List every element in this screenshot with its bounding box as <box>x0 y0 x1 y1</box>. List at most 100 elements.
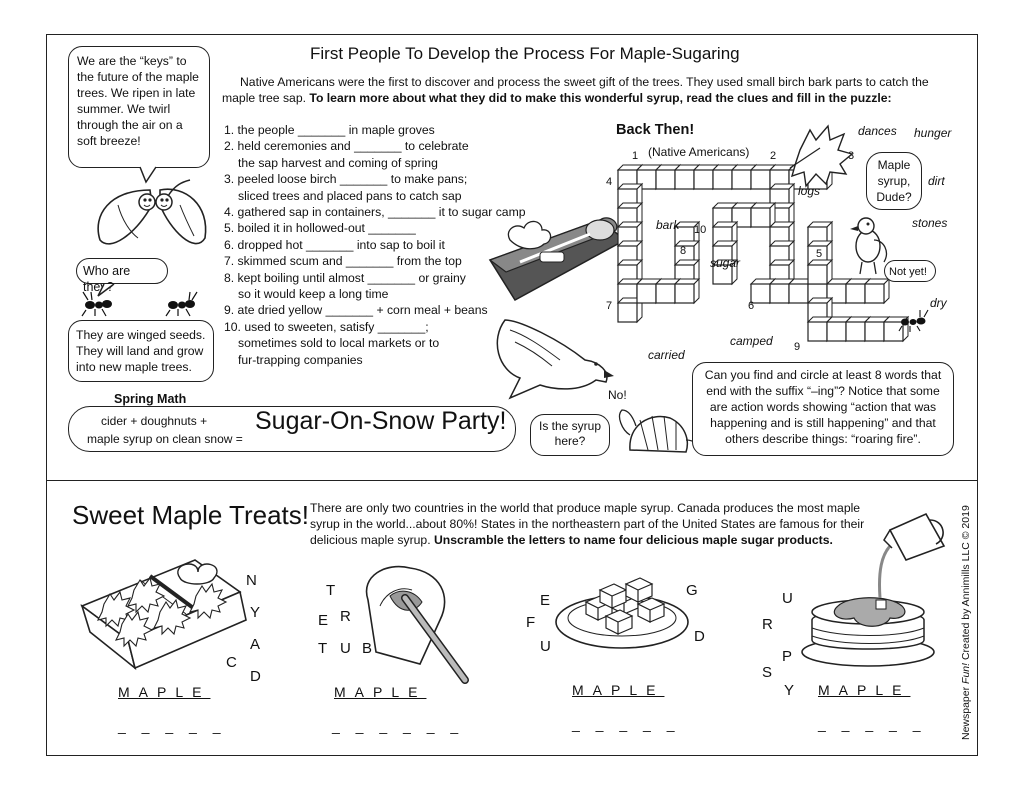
clue-number-3: 3 <box>848 150 855 162</box>
scramble-4-letter-5: Y <box>784 682 795 699</box>
treats-intro: There are only two countries in the worl… <box>310 500 885 548</box>
word-sugar: sugar <box>710 256 741 270</box>
answer-blanks-2[interactable]: _ _ _ _ _ _ <box>332 718 465 734</box>
spring-math-label: Spring Math <box>114 392 187 406</box>
credit-part-1: Newspaper <box>960 683 972 740</box>
maple-word-4: MAPLE <box>818 682 911 698</box>
word-stones: stones <box>912 216 948 230</box>
maple-word-3: MAPLE <box>572 682 665 698</box>
who-bubble-tail <box>97 283 115 297</box>
intro-text: Native Americans were the first to disco… <box>222 74 936 106</box>
no-text: No! <box>608 388 627 402</box>
clue-number-1: 1 <box>632 150 639 162</box>
clue-line: the sap harvest and coming of spring <box>238 155 438 170</box>
maple-candy-box-icon <box>80 559 247 671</box>
section-title: First People To Develop the Process For … <box>310 44 740 63</box>
armadillo-icon <box>618 409 700 453</box>
word-dances: dances <box>858 124 897 138</box>
clue-line: 4. gathered sap in containers, _______ i… <box>224 205 526 220</box>
math-line-2: maple syrup on clean snow = <box>87 432 243 446</box>
eagle-icon <box>496 319 614 400</box>
syrup-here-text: Is the syrup here? <box>538 419 602 448</box>
word-dry: dry <box>930 296 947 310</box>
keys-bubble: We are the “keys” to the future of the m… <box>68 46 210 168</box>
crossword-cell[interactable] <box>806 258 834 286</box>
answer-blanks-4[interactable]: _ _ _ _ _ <box>818 716 927 732</box>
clue-line: 9. ate dried yellow _______ + corn meal … <box>224 303 488 318</box>
page-frame <box>46 34 978 756</box>
scramble-2-letter-3: R <box>340 608 351 625</box>
scramble-3-letter-1: E <box>540 592 551 609</box>
suffix-ing-bubble: Can you find and circle at least 8 words… <box>692 362 954 456</box>
pancakes-syrup-icon <box>801 512 946 667</box>
scramble-3-letter-4: U <box>540 638 551 655</box>
back-then-label: Back Then! <box>616 122 695 138</box>
party-text: Sugar-On-Snow Party! <box>255 407 507 435</box>
scramble-2-letter-2: E <box>318 612 329 629</box>
clue-line: 1. the people _______ in maple groves <box>224 123 435 137</box>
scramble-1-letter-1: N <box>246 572 257 589</box>
scramble-1-letter-4: C <box>226 654 237 671</box>
scramble-4-letter-4: S <box>762 664 773 681</box>
intro-plain: Native Americans were the first to disco… <box>222 75 929 105</box>
clue-line: sliced trees and placed pans to catch sa… <box>238 188 462 203</box>
answer-blanks-3[interactable]: _ _ _ _ _ <box>572 716 681 732</box>
scramble-3-letter-5: D <box>694 628 705 645</box>
crossword-cell[interactable] <box>863 277 891 305</box>
maple-syrup-dude-bubble: Maple syrup, Dude? <box>866 152 922 210</box>
who-bubble: Who are they? <box>76 258 168 294</box>
spring-math-box: cider + doughnuts + maple syrup on clean… <box>68 406 516 452</box>
winged-seeds-text: They are winged seeds. They will land an… <box>76 328 206 374</box>
clue-line: 2. held ceremonies and _______ to celebr… <box>224 139 469 154</box>
scramble-2-letter-6: B <box>362 640 373 657</box>
word-camped: camped <box>730 334 773 348</box>
clue-number-8: 8 <box>680 245 687 257</box>
winged-seeds-bubble: They are winged seeds. They will land an… <box>68 320 214 382</box>
clue-number-9: 9 <box>794 341 801 353</box>
answer-blanks-1[interactable]: _ _ _ _ _ <box>118 718 227 734</box>
not-yet-bubble: Not yet! <box>884 260 936 282</box>
suffix-ing-text: Can you find and circle at least 8 words… <box>704 368 942 446</box>
scramble-2-letter-1: T <box>326 582 336 599</box>
scramble-4-letter-2: R <box>762 616 773 633</box>
scramble-4-letter-1: U <box>782 590 793 607</box>
word-hunger: hunger <box>914 126 952 140</box>
credit-line: Newspaper Fun! Created by Annimills LLC … <box>960 505 972 740</box>
clue-line: 10. used to sweeten, satisfy _______; <box>224 319 429 334</box>
syrup-here-bubble: Is the syrup here? <box>530 414 610 456</box>
clue-line: 7. skimmed scum and _______ from the top <box>224 254 462 269</box>
log-icon <box>488 217 627 301</box>
clue-line: 8. kept boiling until almost _______ or … <box>224 270 466 285</box>
ant-icon <box>81 291 198 317</box>
math-line-1: cider + doughnuts + <box>101 414 208 428</box>
clue-line: 6. dropped hot _______ into sap to boil … <box>224 237 445 252</box>
clue-number-10: 10 <box>694 224 707 236</box>
scramble-3-letter-2: G <box>686 582 698 599</box>
crossword-cell[interactable] <box>711 258 739 286</box>
word-logs: logs <box>798 184 821 198</box>
keys-bubble-tail <box>139 166 157 184</box>
scramble-4-letter-3: P <box>782 648 793 665</box>
clue-list: 1. the people _______ in maple groves 2. … <box>224 122 534 368</box>
clue-number-4: 4 <box>606 176 613 188</box>
clue-number-7: 7 <box>606 300 613 312</box>
ant-icon-right <box>898 309 929 332</box>
scramble-3-letter-3: F <box>526 614 536 631</box>
clue-line: so it would keep a long time <box>238 287 389 302</box>
crossword-cell[interactable] <box>616 296 644 324</box>
clue-line: fur-trapping companies <box>238 352 363 367</box>
crossword-cell[interactable] <box>673 277 701 305</box>
credit-fun: Fun! <box>960 662 972 684</box>
scramble-1-letter-3: A <box>250 636 261 653</box>
maple-leaf-icon <box>789 124 854 188</box>
crossword-grid[interactable] <box>0 0 910 343</box>
word-bark: bark <box>656 218 680 232</box>
intro-bold: To learn more about what they did to mak… <box>309 91 892 105</box>
keys-bubble-text: We are the “keys” to the future of the m… <box>77 54 199 148</box>
bird-icon <box>850 217 888 275</box>
crossword-cell[interactable] <box>749 201 777 229</box>
clue-number-2: 2 <box>770 150 777 162</box>
scramble-1-letter-5: D <box>250 668 261 685</box>
maple-word-2: MAPLE <box>334 684 427 700</box>
maple-syrup-dude-text: Maple syrup, Dude? <box>876 158 912 204</box>
